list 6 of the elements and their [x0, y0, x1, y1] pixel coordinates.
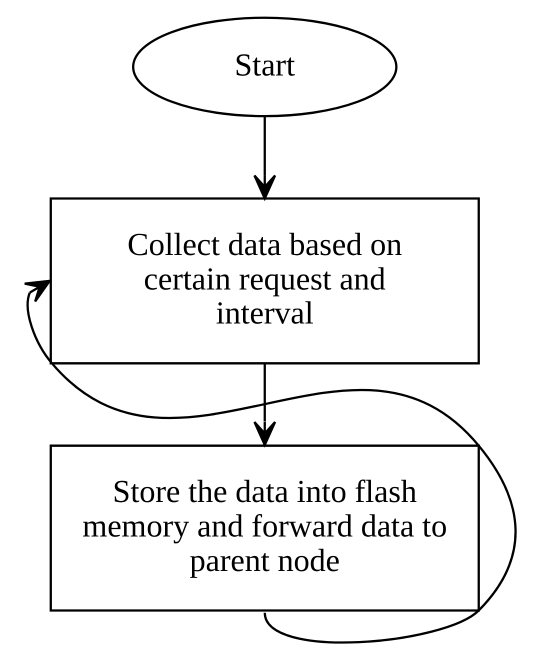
arrow	[23, 280, 516, 644]
arrow	[252, 363, 276, 446]
node-box: Store the data into flash memory and forward data to parent node	[49, 444, 480, 612]
node-ellipse: Start	[132, 16, 397, 118]
arrow	[252, 116, 276, 200]
node-box: Collect data based on certain request and interval	[49, 197, 480, 364]
